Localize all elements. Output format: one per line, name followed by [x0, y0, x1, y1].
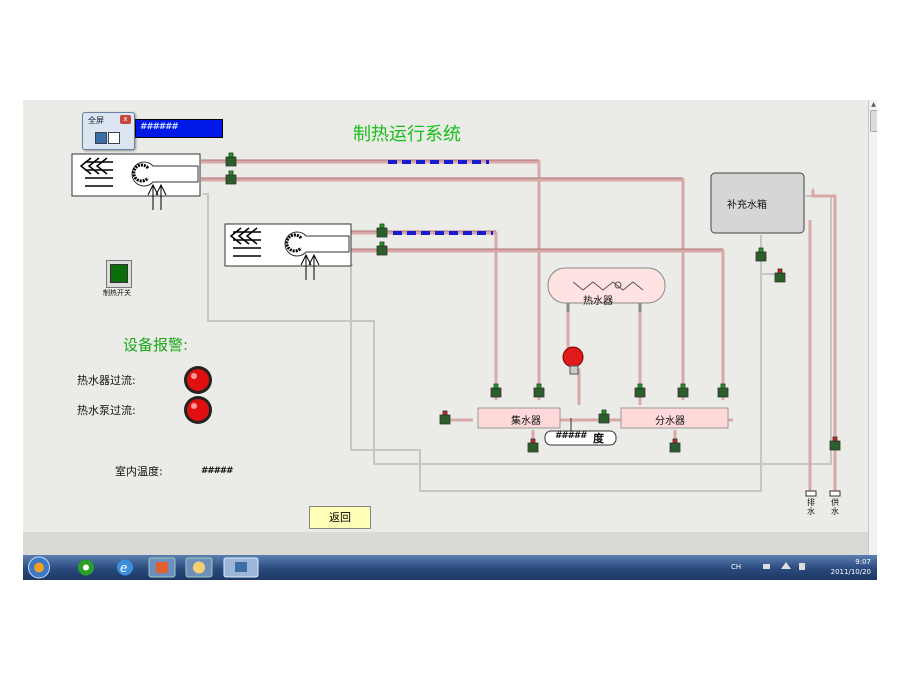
- return-button[interactable]: 返回: [309, 506, 371, 529]
- scada-screen: 全屏 x ###### 制热运行系统 补充水箱 热水器 集水器 分水器 ####…: [23, 100, 877, 580]
- paint-icon: [185, 557, 213, 578]
- drain-label-2: 水: [807, 507, 815, 516]
- supply-pipes: [201, 160, 837, 493]
- collector-label: 集水器: [511, 416, 541, 427]
- drain-label-1: 排: [807, 498, 815, 507]
- drain-label: 排 水: [806, 498, 816, 516]
- supply-outlet: [829, 490, 841, 497]
- close-icon[interactable]: x: [120, 115, 131, 124]
- water-heater: [547, 267, 666, 312]
- indoor-temp-value: #####: [201, 466, 233, 476]
- vertical-scrollbar[interactable]: ▲: [868, 100, 877, 555]
- clock[interactable]: 9:07 2011/10/20: [831, 557, 871, 577]
- heating-switch[interactable]: [106, 260, 132, 288]
- grid-icon[interactable]: [108, 132, 120, 144]
- valves: [225, 152, 841, 453]
- fullscreen-icon[interactable]: [95, 132, 107, 144]
- indoor-temp-label: 室内温度:: [115, 465, 163, 478]
- mini-toolbar-title: 全屏: [88, 116, 104, 125]
- process-canvas: 全屏 x ###### 制热运行系统 补充水箱 热水器 集水器 分水器 ####…: [23, 100, 868, 532]
- switch-indicator: [110, 264, 128, 283]
- process-diagram: [71, 152, 841, 497]
- heating-switch-label: 制热开关: [103, 289, 131, 297]
- alarm-label-pump: 热水泵过流:: [77, 404, 136, 417]
- taskbar: e CH 9:07 2011/10/20: [23, 555, 877, 580]
- clock-date: 2011/10/20: [830, 568, 871, 576]
- alarm-lamp-heater: [184, 366, 212, 394]
- media-player-icon: [78, 559, 94, 576]
- collector-temp-box: [544, 430, 617, 446]
- start-orb-icon: [28, 556, 50, 579]
- scroll-up-icon[interactable]: ▲: [871, 101, 876, 108]
- supply-label-2: 水: [831, 507, 839, 516]
- collector-vessel: [477, 407, 561, 429]
- makeup-water-tank: [710, 172, 805, 234]
- tray-icons: [763, 562, 805, 570]
- svg-text:e: e: [120, 561, 127, 575]
- indoor-unit-2: [224, 223, 352, 280]
- heater-label: 热水器: [583, 296, 613, 307]
- status-display: ######: [135, 119, 223, 138]
- language-indicator[interactable]: CH: [731, 563, 742, 571]
- powerpoint-icon: [148, 557, 176, 578]
- distributor-label: 分水器: [655, 416, 685, 427]
- hot-water-pump: [562, 346, 584, 375]
- internet-explorer-icon: e: [117, 559, 133, 576]
- distributor-vessel: [620, 407, 729, 429]
- tank-label: 补充水箱: [727, 200, 767, 211]
- display-app-icon: [223, 557, 259, 578]
- alarm-label-heater: 热水器过流:: [77, 374, 136, 387]
- collector-temp-value: #####: [555, 431, 587, 441]
- collector-temp-unit: 度: [593, 432, 604, 445]
- alarm-lamp-pump: [184, 396, 212, 424]
- clock-time: 9:07: [855, 558, 871, 566]
- drain-outlet: [805, 490, 817, 497]
- status-display-value: ######: [140, 122, 178, 132]
- scroll-thumb[interactable]: [870, 110, 877, 132]
- bottom-strip: [23, 532, 868, 555]
- alarm-lamps: [184, 366, 212, 424]
- supply-label-1: 供: [831, 498, 839, 507]
- indoor-unit-1: [71, 153, 201, 210]
- alarm-heading: 设备报警:: [123, 336, 189, 354]
- supply-label: 供 水: [830, 498, 840, 516]
- fullscreen-mini-toolbar[interactable]: 全屏 x: [82, 112, 135, 150]
- page-title: 制热运行系统: [353, 124, 461, 145]
